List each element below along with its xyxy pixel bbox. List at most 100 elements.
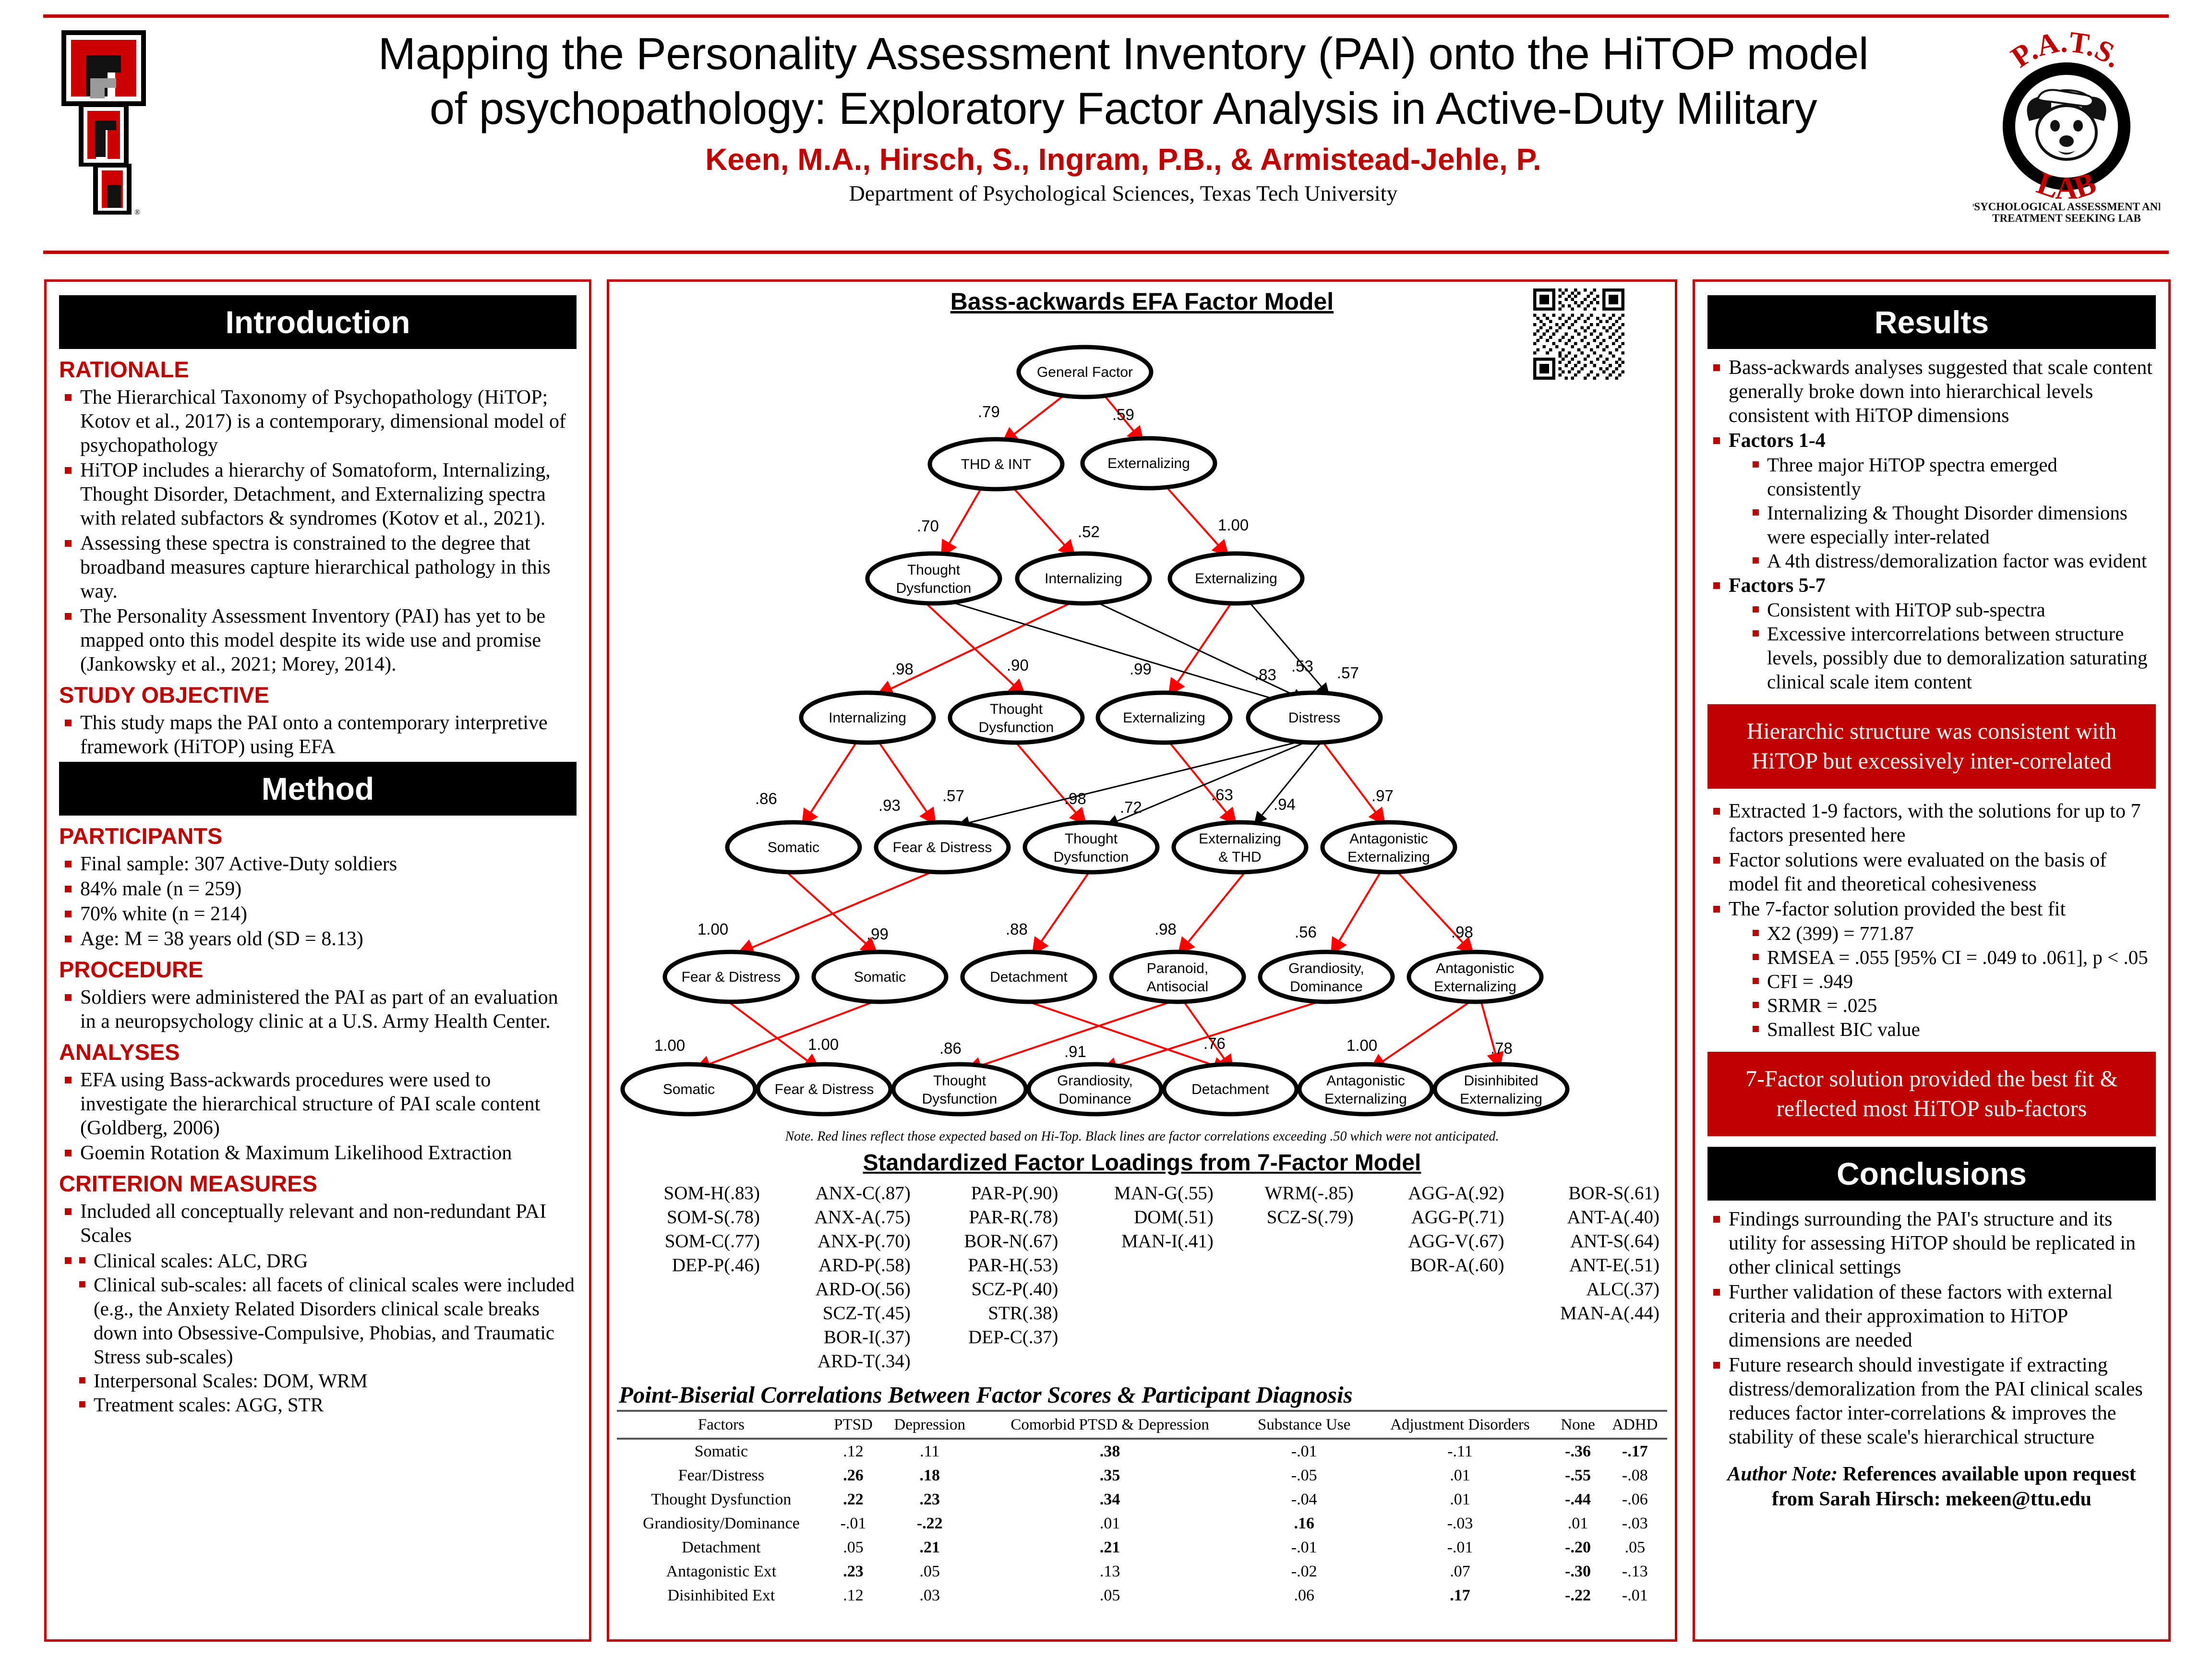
- loading-cell: [1066, 1349, 1221, 1373]
- table-cell: .12: [843, 1587, 864, 1604]
- table-cell: .01: [1099, 1515, 1120, 1532]
- list-item: Treatment scales: AGG, STR: [72, 1393, 577, 1417]
- list-item-nested-wrap: Clinical scales: ALC, DRG Clinical sub-s…: [59, 1249, 577, 1417]
- study-objective-heading: STUDY OBJECTIVE: [59, 682, 269, 708]
- table-cell: -.20: [1565, 1539, 1591, 1556]
- results-list: Bass-ackwards analyses suggested that sc…: [1707, 356, 2156, 694]
- factor-node-label: Paranoid,Antisocial: [1147, 961, 1208, 995]
- criterion-list: Included all conceptually relevant and n…: [59, 1200, 577, 1417]
- factor-node: [891, 1062, 1028, 1117]
- svg-text:.98: .98: [1064, 790, 1086, 807]
- svg-text:.98: .98: [891, 660, 914, 678]
- loading-cell: [1221, 1325, 1361, 1349]
- column-header: Adjustment Disorders: [1367, 1410, 1553, 1440]
- svg-text:.97: .97: [1371, 787, 1394, 805]
- table-cell: -.01: [1291, 1539, 1317, 1556]
- factor-node-label: Distress: [1288, 710, 1340, 726]
- table-cell: -.30: [1565, 1563, 1591, 1580]
- table-cell: .23: [919, 1491, 940, 1508]
- method-heading: Method: [59, 762, 577, 816]
- list-item: Internalizing & Thought Disorder dimensi…: [1746, 501, 2156, 549]
- column-header: ADHD: [1602, 1410, 1667, 1440]
- author-note: Author Note: References available upon r…: [1707, 1462, 2156, 1512]
- factors-1-4-sublist: Three major HiTOP spectra emerged consis…: [1746, 453, 2156, 573]
- list-item: Clinical scales: ALC, DRG: [72, 1249, 577, 1273]
- rationale-list: The Hierarchical Taxonomy of Psychopatho…: [59, 385, 577, 676]
- factor-node-label: THD & INT: [961, 457, 1032, 472]
- row-label: Thought Dysfunction: [651, 1491, 792, 1508]
- loading-cell: BOR-I(.37): [823, 1327, 911, 1347]
- svg-text:.88: .88: [1006, 920, 1028, 938]
- svg-text:.93: .93: [878, 796, 901, 814]
- svg-text:.98: .98: [1451, 923, 1473, 941]
- list-item: Factors 5-7 Consistent with HiTOP sub-sp…: [1707, 574, 2156, 694]
- table-cell: .06: [1294, 1587, 1314, 1604]
- loading-cell: MAN-A(.44): [1560, 1303, 1659, 1323]
- loading-cell: PAR-R(.78): [969, 1207, 1058, 1227]
- conclusions-heading: Conclusions: [1707, 1147, 2156, 1201]
- factor-node: [662, 950, 800, 1004]
- list-item: 70% white (n = 214): [59, 902, 577, 926]
- table-cell: .17: [1450, 1587, 1470, 1604]
- title-block: Mapping the Personality Assessment Inven…: [288, 26, 1959, 207]
- factor-node: [1432, 1062, 1570, 1117]
- svg-text:.99: .99: [866, 925, 889, 943]
- loading-cell: SCZ-P(.40): [971, 1279, 1058, 1299]
- table-row: Thought Dysfunction.22.23.34-.04.01-.44-…: [617, 1488, 1667, 1512]
- pats-lab-logo: P.A.T.S. LAB PSYCHOLOGICAL ASSESSMENT AN…: [1973, 25, 2160, 224]
- svg-text:.91: .91: [1064, 1043, 1086, 1060]
- loading-cell: BOR-S(.61): [1568, 1183, 1659, 1203]
- factor-node: [1015, 551, 1152, 606]
- diagram-note: Note. Red lines reflect those expected b…: [785, 1129, 1499, 1144]
- table-cell: .05: [1624, 1539, 1646, 1556]
- svg-text:.76: .76: [1203, 1034, 1226, 1052]
- table-row: Somatic.12.11.38-.01-.11-.36-.17: [617, 1439, 1667, 1464]
- factor-node-label: Grandiosity,Dominance: [1057, 1073, 1133, 1107]
- table-cell: -.17: [1622, 1443, 1648, 1460]
- poster-title-line-2: of psychopathology: Exploratory Factor A…: [429, 83, 1817, 133]
- loading-cell: ARD-P(.58): [818, 1255, 911, 1275]
- table-row: SOM-S(.78)ANX-A(.75)PAR-R(.78)DOM(.51)SC…: [617, 1205, 1667, 1229]
- loading-cell: BOR-A(.60): [1410, 1255, 1504, 1275]
- table-cell: -.08: [1622, 1467, 1648, 1484]
- svg-text:.94: .94: [1274, 795, 1296, 813]
- table-cell: -.13: [1622, 1563, 1648, 1580]
- loading-cell: AGG-V(.67): [1408, 1231, 1504, 1251]
- qr-code[interactable]: [1533, 289, 1624, 380]
- callout-seven-factor: 7-Factor solution provided the best fit …: [1707, 1052, 2156, 1136]
- table-cell: .35: [1099, 1467, 1120, 1484]
- table-cell: -.01: [1622, 1587, 1648, 1604]
- loading-cell: [1066, 1325, 1221, 1349]
- loading-cell: [1512, 1349, 1667, 1373]
- loading-cell: ARD-T(.34): [817, 1351, 911, 1371]
- loading-cell: [617, 1301, 768, 1325]
- factor-node-label: General Factor: [1037, 364, 1133, 380]
- loading-cell: [1221, 1253, 1361, 1277]
- center-column: Bass-ackwards EFA Factor Model: [607, 279, 1677, 1642]
- svg-text:PSYCHOLOGICAL ASSESSMENT AND: PSYCHOLOGICAL ASSESSMENT AND: [1973, 201, 2160, 213]
- factor-node-label: Internalizing: [829, 710, 906, 726]
- loading-cell: PAR-P(.90): [971, 1183, 1058, 1203]
- list-item: Interpersonal Scales: DOM, WRM: [72, 1369, 577, 1393]
- list-item: The 7-factor solution provided the best …: [1707, 897, 2156, 1041]
- factor-node-label: Fear & Distress: [775, 1082, 874, 1097]
- factor-node-label: Externalizing& THD: [1199, 831, 1281, 865]
- loading-cell: [617, 1349, 768, 1373]
- factor-node: [1080, 436, 1217, 491]
- author-note-label: Author Note:: [1727, 1463, 1838, 1485]
- table-cell: .01: [1450, 1467, 1470, 1484]
- factor-node-label: Somatic: [663, 1082, 715, 1097]
- affiliation: Department of Psychological Sciences, Te…: [849, 181, 1398, 205]
- list-item: HiTOP includes a hierarchy of Somatoform…: [59, 458, 577, 530]
- list-item: Bass-ackwards analyses suggested that sc…: [1707, 356, 2156, 428]
- list-item: Future research should investigate if ex…: [1707, 1353, 2156, 1449]
- column-header: Depression: [881, 1410, 979, 1440]
- factor-node-label: Externalizing: [1123, 710, 1205, 726]
- loading-cell: [1066, 1253, 1221, 1277]
- factor-node-label: Fear & Distress: [893, 840, 992, 855]
- criterion-sublist: Clinical scales: ALC, DRG Clinical sub-s…: [72, 1249, 577, 1417]
